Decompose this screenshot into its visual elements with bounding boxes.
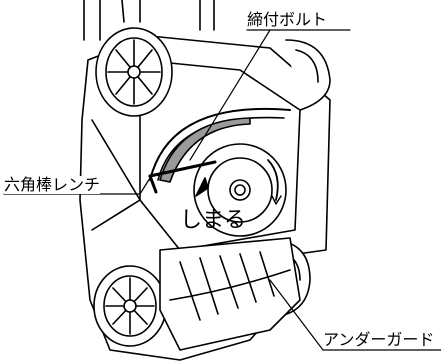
wheel-top-right <box>285 39 331 111</box>
label-tighten-direction: しまる <box>180 208 247 233</box>
label-tightening-bolt: 締付ボルト <box>247 10 328 29</box>
leader-lines <box>3 29 441 351</box>
wheel-bottom-left <box>93 265 167 347</box>
hex-wrench <box>148 160 217 197</box>
handle-bars <box>83 0 215 41</box>
label-under-guard: アンダーガード <box>323 330 435 349</box>
wheel-top-left <box>95 27 173 117</box>
under-guard <box>159 237 301 351</box>
blade-housing <box>149 107 291 237</box>
label-hex-wrench: 六角棒レンチ <box>4 175 101 194</box>
